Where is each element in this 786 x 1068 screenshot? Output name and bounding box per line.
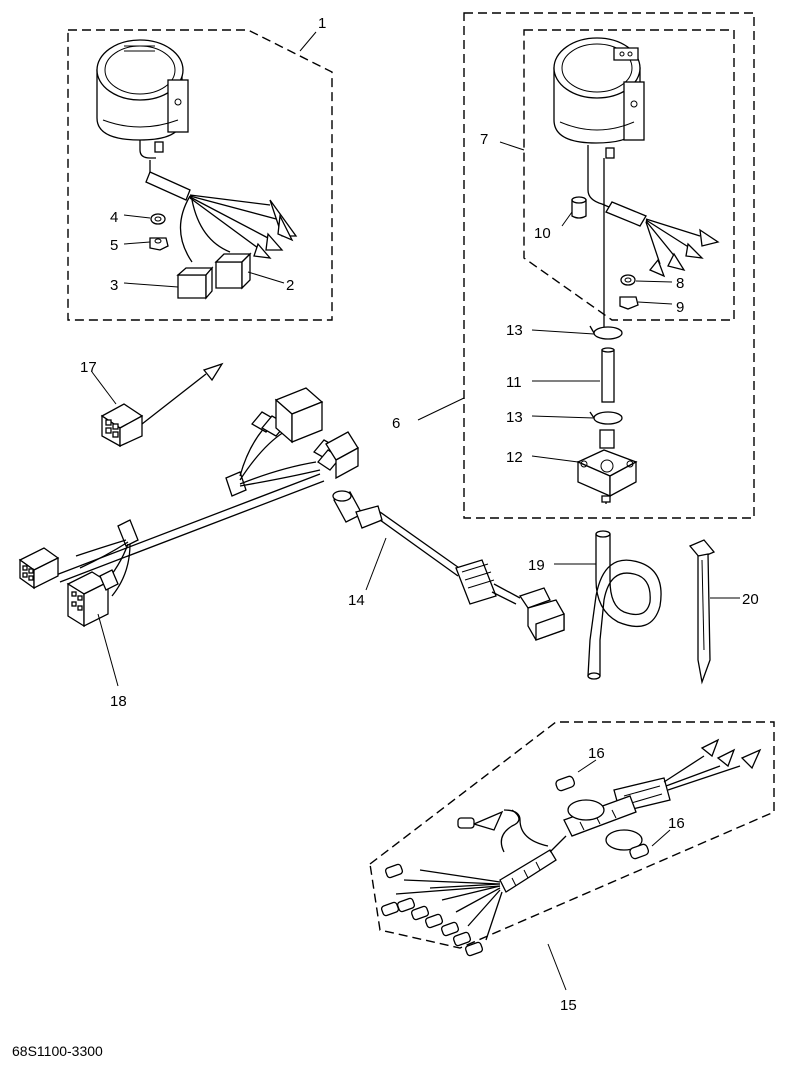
callout-1: 1 [318, 15, 326, 32]
callout-19: 19 [528, 557, 545, 574]
callout-15: 15 [560, 997, 577, 1014]
callout-13-lower: 13 [506, 409, 523, 426]
callout-4: 4 [110, 209, 118, 226]
group-15-boundary [369, 721, 775, 949]
sleeve-part-16-lower [629, 843, 650, 860]
callout-9: 9 [676, 299, 684, 316]
wire-harness-part-18 [18, 387, 359, 628]
nut-part-5 [149, 237, 169, 251]
nut-part-9 [619, 296, 639, 310]
wire-harness-part-15 [395, 738, 762, 941]
callout-7: 7 [480, 131, 488, 148]
callout-6: 6 [392, 415, 400, 432]
callout-17: 17 [80, 359, 97, 376]
cable-tie-part-20 [688, 539, 716, 685]
diagram-code: 68S1100-3300 [12, 1043, 103, 1059]
callout-10: 10 [534, 225, 551, 242]
washer-part-8 [620, 274, 636, 286]
callout-11: 11 [506, 374, 522, 391]
callout-3: 3 [110, 277, 118, 294]
connector-cap-part-3 [176, 266, 214, 300]
callout-18: 18 [110, 693, 127, 710]
wire-harness-part-1 [145, 171, 298, 263]
clamp-part-13-lower [589, 411, 623, 425]
gauge-meter-part-7 [553, 37, 645, 330]
callout-20: 20 [742, 591, 759, 608]
washer-part-4 [150, 213, 166, 225]
connector-cap-part-2 [214, 252, 252, 290]
wire-harness-part-7 [605, 201, 720, 278]
sleeve-part-16-upper [555, 775, 576, 792]
tube-part-11 [601, 347, 615, 403]
group-7-boundary [523, 29, 735, 321]
coupler-part-17 [100, 362, 224, 448]
sensor-part-12 [576, 429, 638, 504]
callout-13-upper: 13 [506, 322, 523, 339]
callout-16-lower: 16 [668, 815, 685, 832]
callout-14: 14 [348, 592, 365, 609]
callout-12: 12 [506, 449, 523, 466]
terminal-sleeves-part-15 [380, 817, 484, 957]
gauge-meter-part-1 [96, 39, 189, 176]
group-1-boundary [67, 29, 333, 321]
callout-2: 2 [286, 277, 294, 294]
group-6-boundary [463, 12, 755, 519]
tube-part-19 [587, 530, 662, 680]
callout-5: 5 [110, 237, 118, 254]
clamp-part-13-upper [589, 325, 623, 340]
callout-8: 8 [676, 275, 684, 292]
sensor-cable-part-14 [332, 490, 565, 641]
cap-part-10 [571, 196, 587, 219]
callout-16-upper: 16 [588, 745, 605, 762]
